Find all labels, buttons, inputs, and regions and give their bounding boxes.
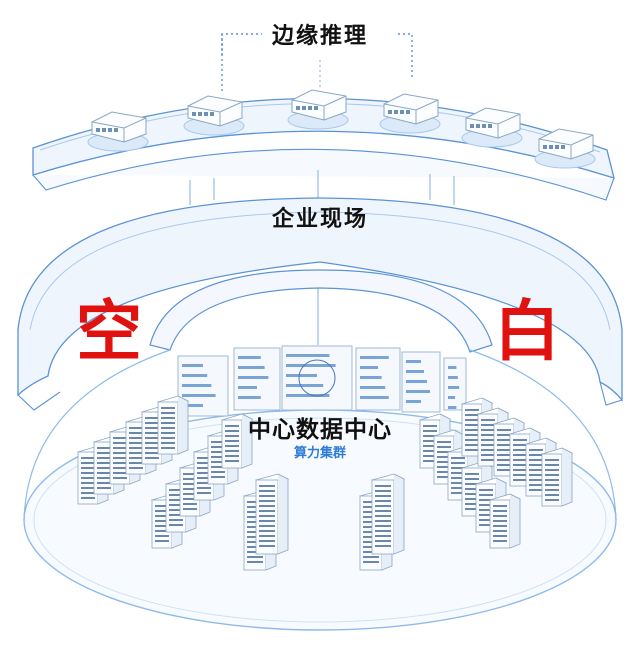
server-rack-icon: [370, 473, 406, 555]
left-red-char: 空: [76, 293, 142, 370]
edge-box-icon: [534, 128, 596, 169]
edge-box-icon: [183, 95, 245, 136]
server-rack-icon: [488, 493, 522, 549]
edge-box-icon: [461, 107, 523, 148]
datacenter-arch: [149, 269, 493, 353]
edge-devices: [87, 89, 596, 169]
tier-links: [189, 60, 455, 345]
edge-box-icon: [87, 111, 149, 152]
compute-cluster-label: 算力集群: [293, 446, 346, 461]
dashboard-wall: [177, 345, 467, 417]
datacenter-label: 中心数据中心: [248, 417, 392, 443]
dashboard-screen-icon: [281, 345, 353, 411]
server-rack-icon: [254, 473, 290, 555]
dashboard-screen-icon: [355, 347, 401, 411]
server-rack-icon: [540, 447, 574, 507]
dashboard-screen-icon: [233, 347, 281, 411]
right-red-char: 白: [494, 293, 560, 370]
dashboard-screen-icon: [443, 357, 467, 411]
edge-box-icon: [379, 93, 441, 134]
server-rack-icon: [156, 395, 190, 455]
enterprise-site-label: 企业现场: [271, 207, 368, 232]
dashboard-screen-icon: [401, 351, 441, 413]
site-arch: [17, 197, 623, 411]
edge-box-icon: [287, 89, 349, 130]
edge-inference-label: 边缘推理: [271, 24, 368, 49]
server-racks: [76, 395, 574, 571]
server-rack-icon: [220, 413, 254, 469]
dashboard-screen-icon: [177, 355, 229, 417]
